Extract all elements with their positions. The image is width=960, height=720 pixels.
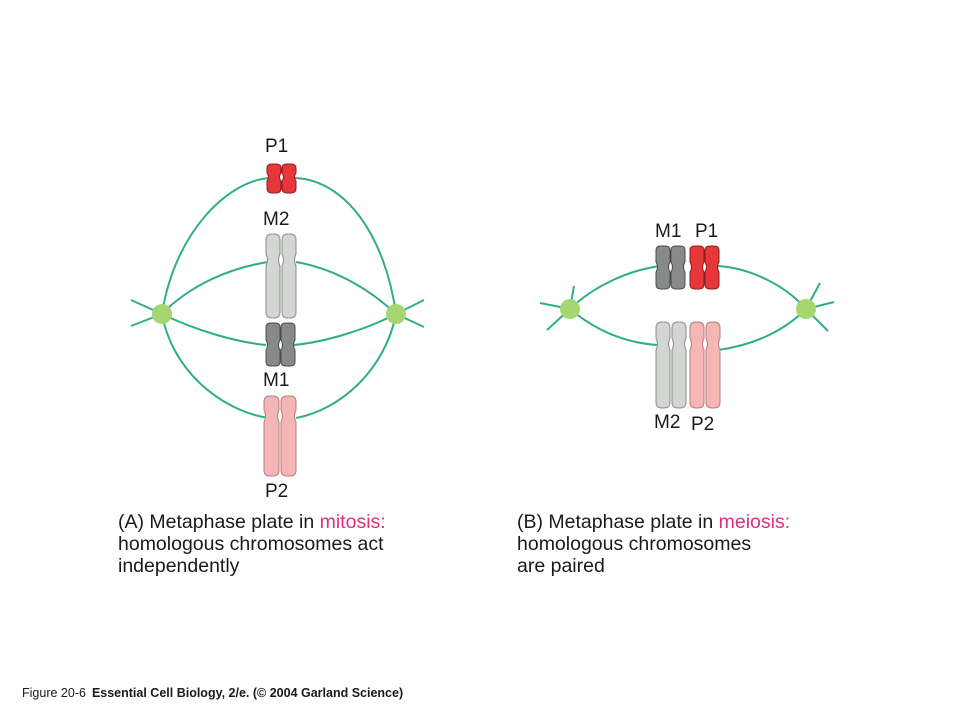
- panel-a-mitosis: [130, 163, 425, 477]
- caption-a: (A) Metaphase plate in mitosis: homologo…: [118, 511, 386, 577]
- figure-credit: Figure 20-6 Essential Cell Biology, 2/e. …: [22, 686, 403, 700]
- label-p1: P1: [265, 136, 289, 157]
- caption-b-line2: homologous chromosomes: [517, 533, 752, 555]
- spindle-fiber: [295, 313, 397, 419]
- spindle-pole-right: [386, 304, 406, 324]
- panel-b-spindle: [539, 265, 835, 351]
- chromosome-m2: [655, 321, 687, 409]
- label-p2: P2: [265, 481, 289, 502]
- spindle-fiber: [161, 177, 271, 315]
- label-m1: M1: [263, 370, 290, 391]
- spindle-pole-left: [152, 304, 172, 324]
- chromosome-p2: [689, 321, 721, 409]
- label-m1: M1: [655, 221, 682, 242]
- caption-b-line1: (B) Metaphase plate in meiosis:: [517, 511, 790, 533]
- panel-b-meiosis: [539, 245, 835, 409]
- spindle-fiber: [717, 308, 807, 351]
- label-p1: P1: [695, 221, 719, 242]
- caption-b-prefix: (B) Metaphase plate in: [517, 511, 719, 533]
- spindle-fiber: [161, 313, 269, 419]
- caption-b: (B) Metaphase plate in meiosis: homologo…: [517, 511, 790, 577]
- chromosome-m1: [265, 322, 296, 367]
- spindle-fiber: [161, 261, 269, 315]
- label-m2: M2: [654, 412, 681, 433]
- spindle-fiber: [717, 265, 807, 310]
- caption-a-prefix: (A) Metaphase plate in: [118, 511, 320, 533]
- caption-b-line3: are paired: [517, 555, 605, 577]
- caption-a-highlight: mitosis:: [319, 511, 386, 533]
- spindle-fiber: [569, 308, 659, 346]
- chromosome-p2: [263, 395, 297, 477]
- spindle-fiber: [569, 265, 661, 310]
- chromosome-p1: [689, 245, 720, 290]
- spindle-fiber: [293, 313, 397, 346]
- caption-a-line3: independently: [118, 555, 240, 577]
- chromosome-m1: [655, 245, 686, 290]
- label-m2: M2: [263, 209, 290, 230]
- spindle-pole-right: [796, 299, 816, 319]
- label-p2: P2: [691, 414, 715, 435]
- caption-b-highlight: meiosis:: [718, 511, 791, 533]
- figure-source: Essential Cell Biology, 2/e. (© 2004 Gar…: [91, 686, 404, 700]
- caption-a-line1: (A) Metaphase plate in mitosis:: [118, 511, 386, 533]
- spindle-pole-left: [560, 299, 580, 319]
- figure-number: Figure 20-6: [22, 686, 86, 700]
- spindle-fiber: [295, 261, 397, 315]
- spindle-fiber: [161, 313, 267, 346]
- spindle-fiber: [294, 177, 397, 315]
- chromosome-m2: [265, 233, 297, 319]
- chromosome-p1: [266, 163, 297, 194]
- caption-a-line2: homologous chromosomes act: [118, 533, 384, 555]
